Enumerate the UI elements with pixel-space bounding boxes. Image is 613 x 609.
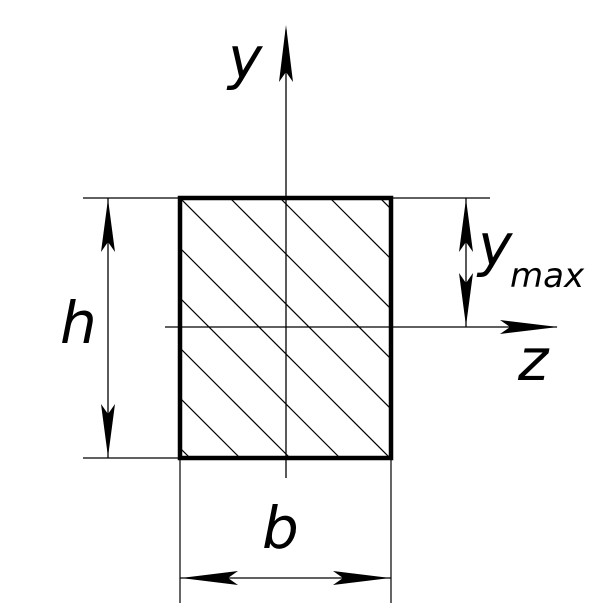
section-hatching	[180, 198, 391, 458]
y-max-dimension	[459, 198, 473, 327]
height-dimension	[101, 198, 115, 458]
height-label: h	[60, 289, 97, 357]
z-axis-arrowhead	[500, 320, 558, 334]
z-axis-label: z	[517, 326, 550, 394]
y-axis-arrowhead	[279, 25, 293, 82]
y-max-label-main: y	[476, 211, 513, 279]
y-axis-label: y	[226, 24, 263, 92]
width-label: b	[262, 494, 299, 562]
width-dimension	[180, 571, 391, 585]
y-max-label-subscript: max	[510, 256, 585, 296]
